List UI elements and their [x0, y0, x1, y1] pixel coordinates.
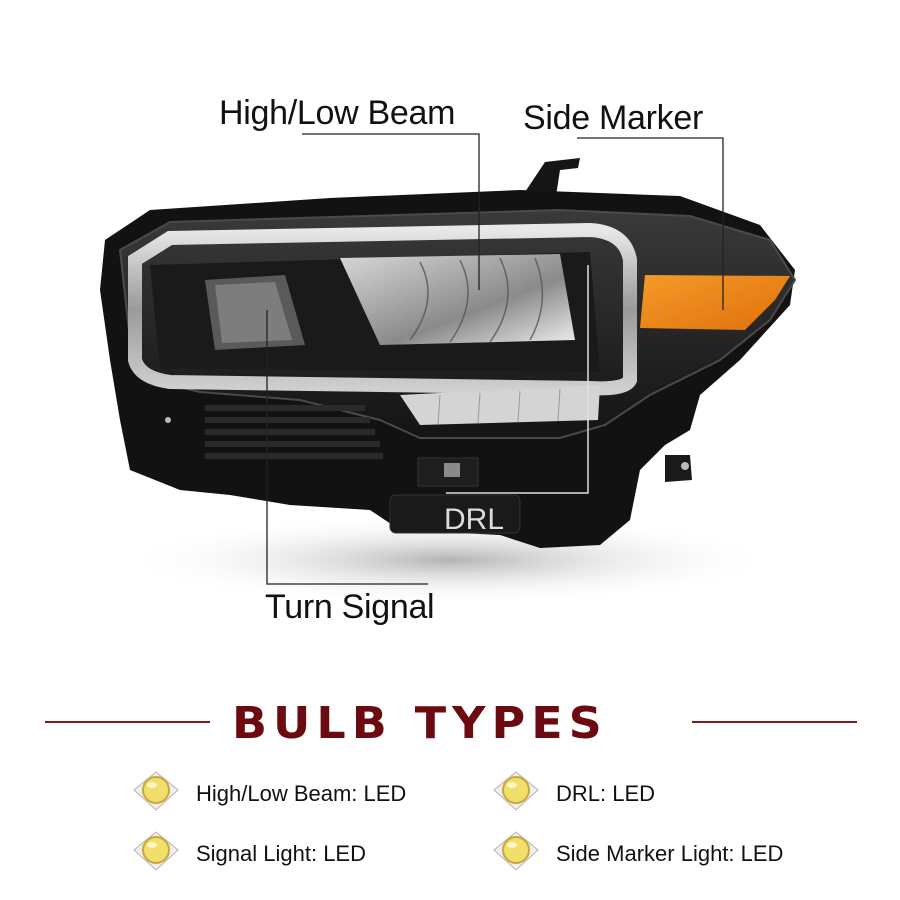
bulb-item-signal-light: Signal Light: LED [130, 828, 366, 879]
callout-side-marker: Side Marker [523, 99, 703, 137]
bulb-item-drl: DRL: LED [490, 768, 655, 819]
bulb-item-high-low-beam: High/Low Beam: LED [130, 768, 406, 819]
callout-turn-signal: Turn Signal [265, 588, 435, 626]
bulb-label: Side Marker Light: LED [556, 840, 784, 866]
bulb-label: Signal Light: LED [196, 840, 366, 866]
callout-drl: DRL [444, 503, 505, 536]
title-rule-left [45, 721, 210, 723]
headlight-image [100, 133, 797, 605]
bulb-label: High/Low Beam: LED [196, 780, 407, 806]
led-chip-icon [130, 828, 182, 879]
title-rule-right [692, 721, 857, 723]
callout-high-low-beam: High/Low Beam [219, 94, 456, 132]
led-chip-icon [490, 768, 542, 819]
led-chip-icon [490, 828, 542, 879]
led-chip-icon [130, 768, 182, 819]
bulb-label: DRL: LED [556, 780, 656, 806]
bulb-item-side-marker-light: Side Marker Light: LED [490, 828, 783, 879]
section-title: BULB TYPES [232, 697, 608, 749]
